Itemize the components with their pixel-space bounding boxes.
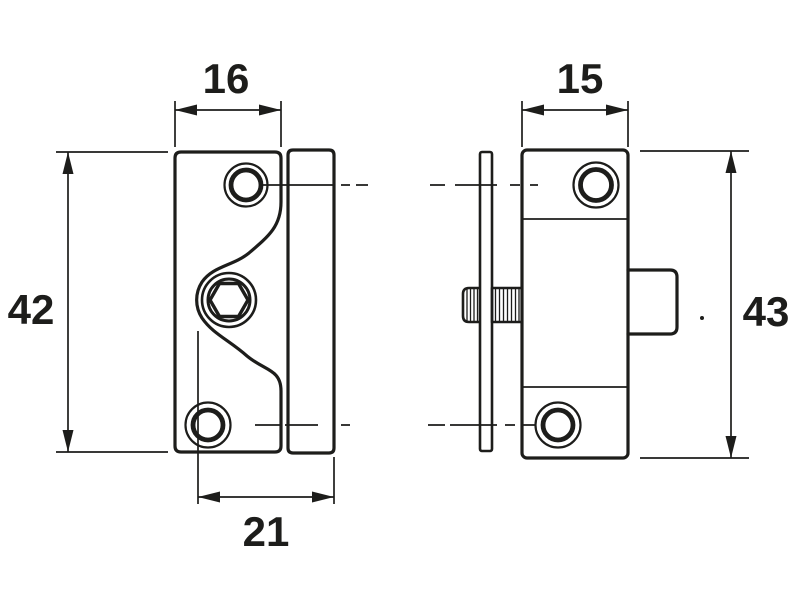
dimension-side-height: 43 <box>640 150 790 459</box>
arrowhead-top <box>725 151 737 173</box>
dim-label-front-width: 16 <box>203 55 250 102</box>
screw-hole-bottom <box>184 401 232 449</box>
arrowhead-right <box>312 491 334 503</box>
arrowhead-bottom <box>725 436 737 458</box>
hole-bore <box>190 407 226 443</box>
dim-label-side-height: 43 <box>743 288 790 335</box>
flange-tab <box>286 148 336 455</box>
arrowhead-right <box>259 104 281 116</box>
stud-head <box>461 286 480 324</box>
threaded-stud <box>461 286 524 324</box>
boss-outer-circle <box>200 271 258 329</box>
dim-label-front-base-width: 21 <box>243 508 290 555</box>
hole-bore <box>228 167 264 203</box>
arrowhead-right <box>606 104 628 116</box>
arrowhead-top <box>62 152 74 174</box>
arrowhead-left <box>198 491 220 503</box>
stray-dot <box>700 316 704 320</box>
arrowhead-bottom <box>62 430 74 452</box>
front-view <box>173 148 368 455</box>
lock-body-outline <box>173 150 283 454</box>
dimension-front-base-width: 21 <box>197 331 335 555</box>
stud-thread-right <box>494 289 520 321</box>
hole-bore <box>578 167 614 203</box>
hole-bore <box>540 407 576 443</box>
mounting-plate <box>478 150 494 453</box>
stud-thread-left <box>466 289 479 321</box>
side-view <box>428 148 704 460</box>
dimension-front-height: 42 <box>8 151 168 453</box>
boss-inner-circle <box>206 277 252 323</box>
dim-label-side-width: 15 <box>557 55 604 102</box>
screw-hole-top-side <box>572 161 620 209</box>
hole-countersink <box>184 401 232 449</box>
hole-countersink <box>572 161 620 209</box>
screw-hole-bottom-side <box>534 401 582 449</box>
arrowhead-left <box>522 104 544 116</box>
dimension-front-width: 16 <box>174 55 282 147</box>
dim-label-front-height: 42 <box>8 286 55 333</box>
hex-socket <box>208 281 250 319</box>
stud-shank <box>490 286 524 324</box>
hex-socket-screw <box>200 271 258 329</box>
side-lug <box>626 268 679 336</box>
arrowhead-left <box>175 104 197 116</box>
dimension-side-width: 15 <box>521 55 629 147</box>
hole-countersink <box>534 401 582 449</box>
